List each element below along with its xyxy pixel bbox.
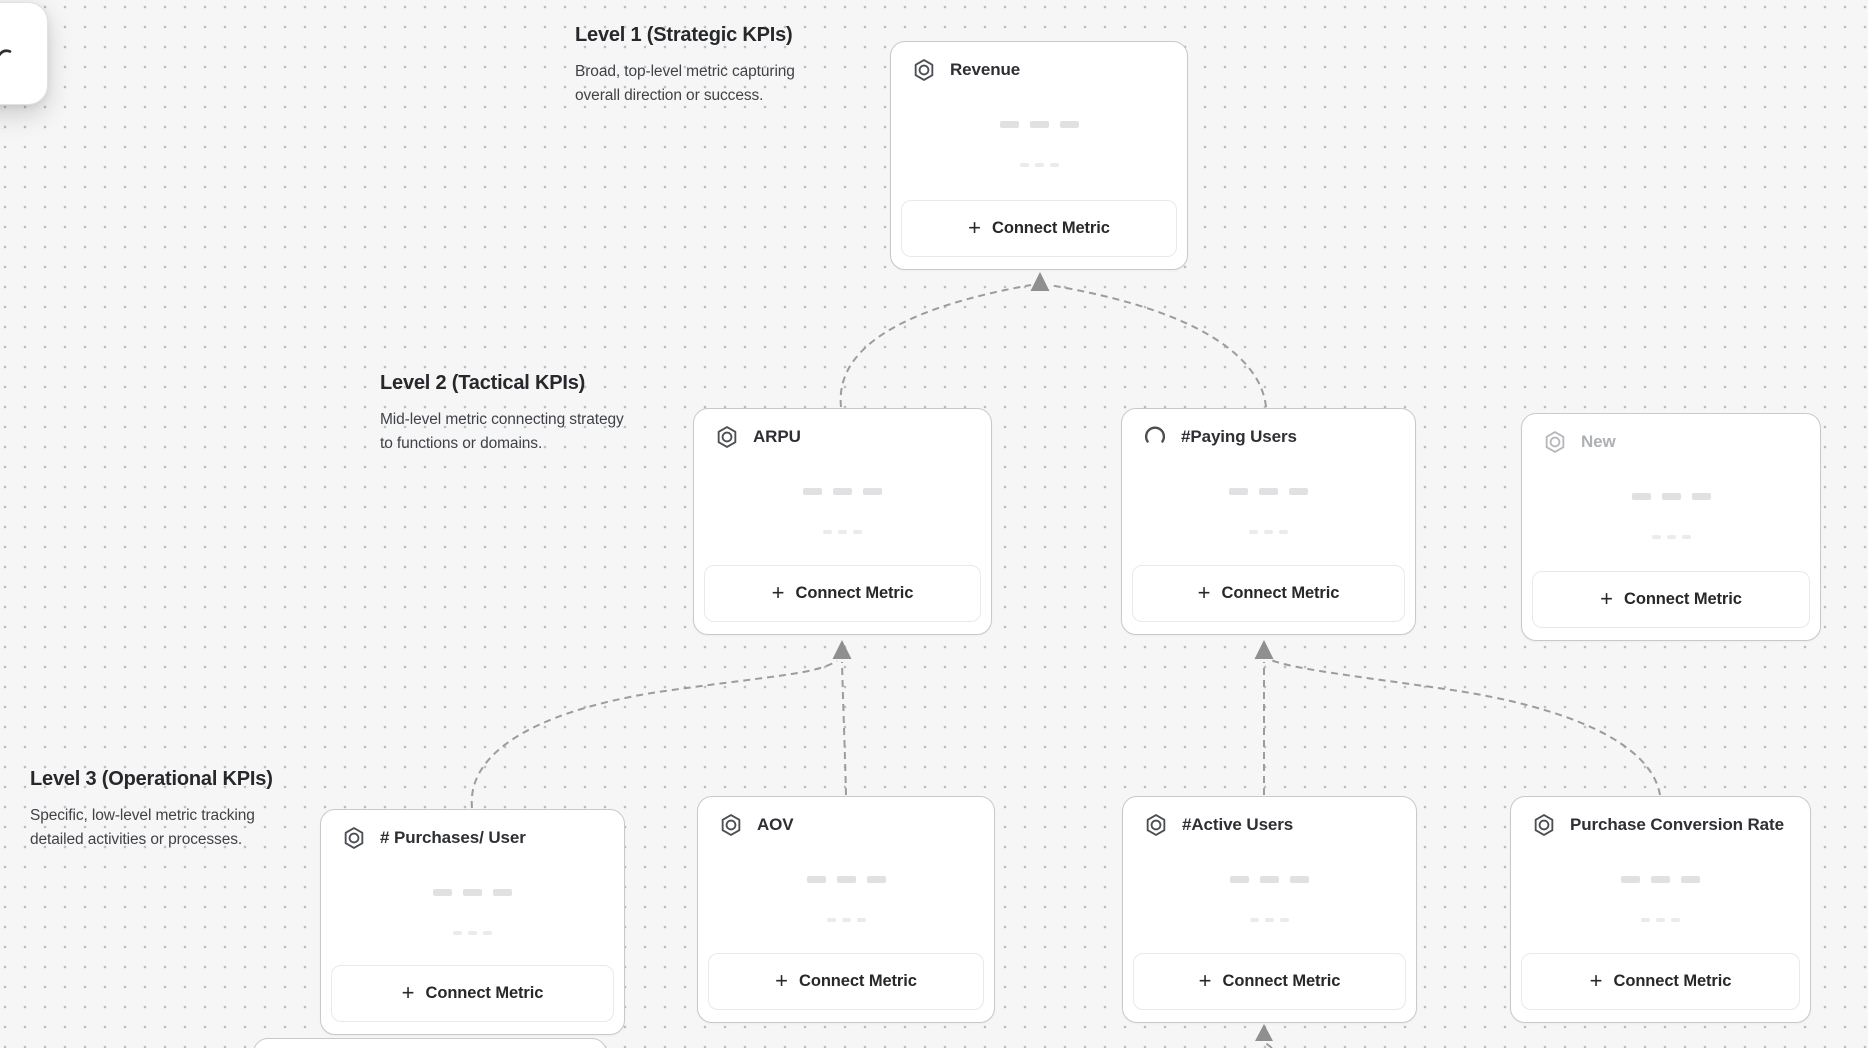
chart-skeleton-row (1522, 493, 1820, 500)
hexagon-metric-icon (714, 424, 740, 450)
arrowhead-into-revenue (1030, 272, 1050, 291)
floating-toolbar-panel[interactable] (0, 2, 48, 105)
section-title: Level 2 (Tactical KPIs) (380, 372, 586, 394)
metric-node-aov[interactable]: AOV + Connect Metric (697, 796, 995, 1023)
chart-skeleton-row-small (698, 918, 994, 922)
arrowhead-into-active-users (1255, 1024, 1273, 1041)
card-header: Revenue (911, 57, 1171, 83)
metric-title: AOV (757, 815, 794, 834)
chart-skeleton-row-small (1123, 918, 1416, 922)
chart-skeleton-row (1511, 876, 1810, 883)
metric-node-paying-users[interactable]: #Paying Users + Connect Metric (1121, 408, 1416, 635)
plus-icon: + (775, 967, 789, 993)
metric-title: ARPU (753, 427, 801, 446)
section-header-level1: Level 1 (Strategic KPIs) Broad, top-leve… (575, 24, 827, 108)
connect-metric-button[interactable]: + Connect Metric (1133, 953, 1406, 1010)
plus-icon: + (1589, 967, 1603, 993)
hexagon-metric-icon (718, 812, 744, 838)
section-title: Level 1 (Strategic KPIs) (575, 24, 793, 46)
connect-metric-label: Connect Metric (425, 984, 544, 1002)
plus-icon: + (1600, 585, 1614, 611)
chart-skeleton-row-small (891, 163, 1187, 167)
connector-arpu-to-revenue (839, 284, 1032, 408)
hexagon-metric-icon (911, 57, 937, 83)
card-header: ARPU (714, 424, 975, 450)
hexagon-metric-icon (1542, 429, 1568, 455)
metric-title: Revenue (950, 60, 1021, 79)
connect-metric-label: Connect Metric (1221, 584, 1340, 602)
connect-metric-button[interactable]: + Connect Metric (708, 953, 984, 1010)
card-header: #Paying Users (1142, 424, 1399, 450)
plus-icon: + (401, 979, 415, 1005)
metric-title: #Active Users (1182, 815, 1294, 834)
chart-skeleton-row (1123, 876, 1416, 883)
connect-metric-button[interactable]: + Connect Metric (1532, 571, 1810, 628)
metric-node-purchase-conversion-rate[interactable]: Purchase Conversion Rate + Connect Metri… (1510, 796, 1811, 1023)
metric-node-new[interactable]: New + Connect Metric (1521, 413, 1821, 641)
section-title: Level 3 (Operational KPIs) (30, 768, 273, 790)
connect-metric-button[interactable]: + Connect Metric (331, 965, 614, 1022)
arrowhead-into-arpu (832, 640, 852, 659)
connector-aov-to-arpu (841, 661, 847, 796)
hexagon-metric-icon (341, 825, 367, 851)
arrowhead-into-paying-users (1254, 640, 1274, 659)
plus-icon: + (968, 214, 982, 240)
pen-stroke-icon (0, 49, 12, 57)
chart-skeleton-row-small (1511, 918, 1810, 922)
chart-skeleton-row (1122, 488, 1415, 495)
connector-offscreen-to-active-users (1263, 1040, 1273, 1048)
plus-icon: + (771, 579, 785, 605)
metric-node-partial-bottom[interactable] (253, 1038, 607, 1048)
section-description: Broad, top-level metric capturing overal… (575, 63, 795, 104)
connector-paying-users-to-revenue (1048, 284, 1267, 408)
hexagon-metric-icon (1531, 812, 1557, 838)
plus-icon: + (1198, 967, 1212, 993)
card-header: # Purchases/ User (341, 825, 608, 851)
connect-metric-button[interactable]: + Connect Metric (901, 200, 1177, 257)
hexagon-metric-icon (1143, 812, 1169, 838)
chart-skeleton-row-small (694, 530, 991, 534)
connect-metric-button[interactable]: + Connect Metric (1132, 565, 1405, 622)
connect-metric-label: Connect Metric (1624, 590, 1742, 608)
chart-skeleton-row-small (1122, 530, 1415, 534)
chart-skeleton-row-small (321, 931, 624, 935)
connect-metric-button[interactable]: + Connect Metric (704, 565, 981, 622)
section-header-level3: Level 3 (Operational KPIs) Specific, low… (30, 768, 292, 852)
chart-skeleton-row-small (1522, 535, 1820, 539)
section-description: Mid-level metric connecting strategy to … (380, 411, 624, 452)
connect-metric-label: Connect Metric (1222, 972, 1341, 990)
metric-title: #Paying Users (1181, 427, 1297, 446)
card-header: #Active Users (1143, 812, 1400, 838)
card-header: AOV (718, 812, 978, 838)
plus-icon: + (1197, 579, 1211, 605)
metric-title: Purchase Conversion Rate (1570, 815, 1784, 834)
metric-node-purchases-per-user[interactable]: # Purchases/ User + Connect Metric (320, 809, 625, 1035)
chart-skeleton-row (321, 889, 624, 896)
connect-metric-button[interactable]: + Connect Metric (1521, 953, 1800, 1010)
chart-skeleton-row (694, 488, 991, 495)
connect-metric-label: Connect Metric (799, 972, 917, 990)
connect-metric-label: Connect Metric (992, 219, 1110, 237)
connect-metric-label: Connect Metric (795, 584, 914, 602)
connector-purchase-conversion-rate-to-paying-users (1270, 659, 1661, 796)
connector-purchases-per-user-to-arpu (470, 660, 838, 809)
chart-skeleton-row (891, 121, 1187, 128)
metric-node-revenue[interactable]: Revenue + Connect Metric (890, 41, 1188, 270)
section-description: Specific, low-level metric tracking deta… (30, 807, 255, 848)
card-header: Purchase Conversion Rate (1531, 812, 1794, 838)
connect-metric-label: Connect Metric (1613, 972, 1732, 990)
metric-node-arpu[interactable]: ARPU + Connect Metric (693, 408, 992, 635)
chart-skeleton-row (698, 876, 994, 883)
loading-spinner-icon (1142, 424, 1168, 450)
metric-title: New (1581, 432, 1616, 451)
metric-node-active-users[interactable]: #Active Users + Connect Metric (1122, 796, 1417, 1023)
section-header-level2: Level 2 (Tactical KPIs) Mid-level metric… (380, 372, 626, 456)
metric-title: # Purchases/ User (380, 828, 526, 847)
card-header: New (1542, 429, 1804, 455)
